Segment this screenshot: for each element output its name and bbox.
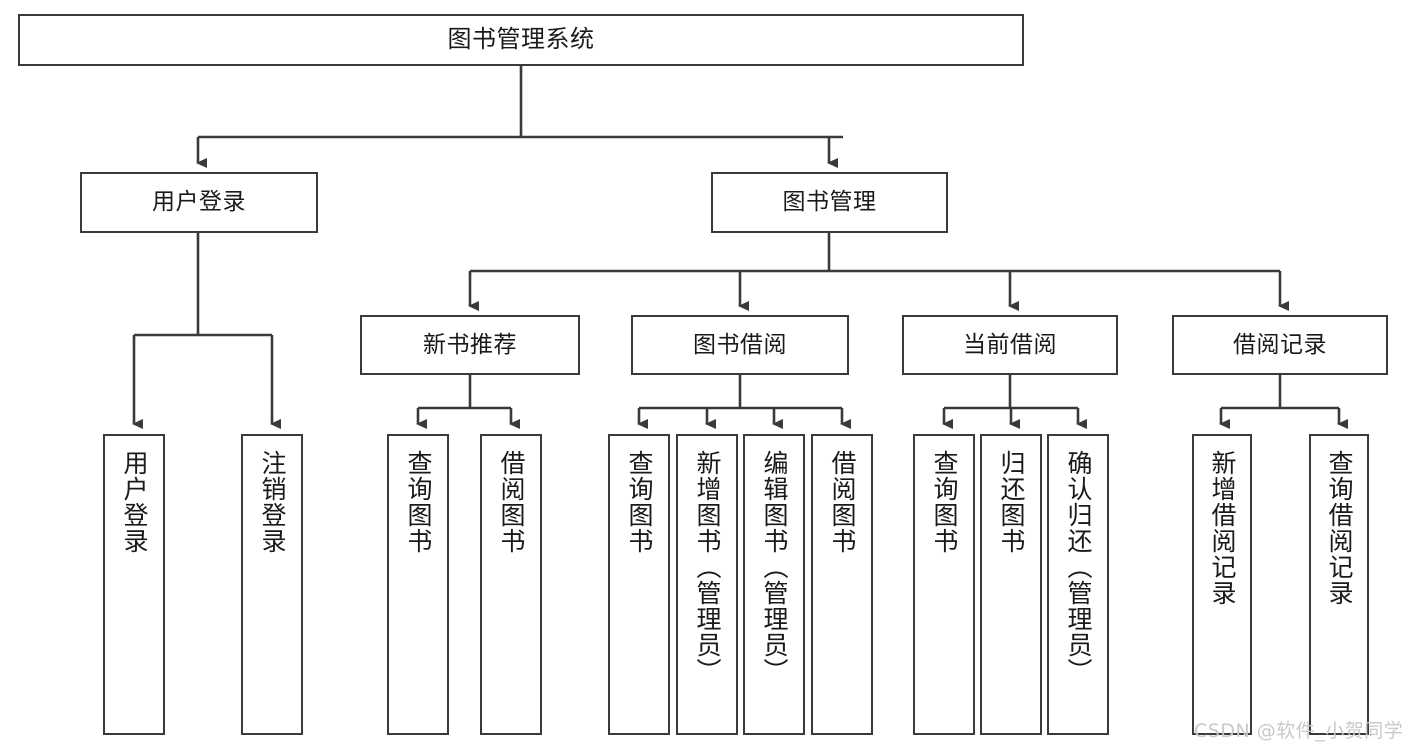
leaf-borrow-add-book[interactable]: 新增图书（管理员） <box>676 434 738 735</box>
leaf-current-return-book-label: 归还图书 <box>997 450 1026 554</box>
leaf-records-query-label: 查询借阅记录 <box>1325 450 1354 606</box>
leaf-current-return-book[interactable]: 归还图书 <box>980 434 1042 735</box>
node-user-login-label: 用户登录 <box>152 189 246 216</box>
leaf-user-login[interactable]: 用户登录 <box>103 434 165 735</box>
leaf-new-books-query-label: 查询图书 <box>404 450 433 554</box>
node-borrow-records[interactable]: 借阅记录 <box>1172 315 1388 375</box>
leaf-current-confirm-return[interactable]: 确认归还（管理员） <box>1047 434 1109 735</box>
leaf-records-add[interactable]: 新增借阅记录 <box>1192 434 1252 735</box>
leaf-new-books-borrow-label: 借阅图书 <box>497 450 526 554</box>
leaf-current-query-book-label: 查询图书 <box>930 450 959 554</box>
node-new-book-recommend-label: 新书推荐 <box>423 331 517 358</box>
leaf-new-books-borrow[interactable]: 借阅图书 <box>480 434 542 735</box>
leaf-borrow-query-book-label: 查询图书 <box>625 450 654 554</box>
leaf-borrow-edit-book-label: 编辑图书（管理员） <box>760 450 789 684</box>
leaf-records-query[interactable]: 查询借阅记录 <box>1309 434 1369 735</box>
node-root[interactable]: 图书管理系统 <box>18 14 1024 66</box>
node-book-borrow-label: 图书借阅 <box>693 331 787 358</box>
node-current-borrow-label: 当前借阅 <box>963 331 1057 358</box>
node-book-management-label: 图书管理 <box>782 189 877 216</box>
node-current-borrow[interactable]: 当前借阅 <box>902 315 1118 375</box>
leaf-borrow-add-book-label: 新增图书（管理员） <box>693 450 722 684</box>
leaf-user-logout-label: 注销登录 <box>258 450 287 554</box>
leaf-current-query-book[interactable]: 查询图书 <box>913 434 975 735</box>
node-new-book-recommend[interactable]: 新书推荐 <box>360 315 580 375</box>
node-root-label: 图书管理系统 <box>447 25 595 54</box>
leaf-user-logout[interactable]: 注销登录 <box>241 434 303 735</box>
leaf-borrow-borrow-book-label: 借阅图书 <box>828 450 857 554</box>
node-user-login[interactable]: 用户登录 <box>80 172 318 233</box>
node-book-borrow[interactable]: 图书借阅 <box>631 315 849 375</box>
leaf-new-books-query[interactable]: 查询图书 <box>387 434 449 735</box>
leaf-borrow-query-book[interactable]: 查询图书 <box>608 434 670 735</box>
node-book-management[interactable]: 图书管理 <box>711 172 948 233</box>
csdn-watermark: CSDN @软件_小贺同学 <box>1194 720 1404 742</box>
leaf-borrow-borrow-book[interactable]: 借阅图书 <box>811 434 873 735</box>
leaf-records-add-label: 新增借阅记录 <box>1208 450 1237 606</box>
leaf-current-confirm-return-label: 确认归还（管理员） <box>1064 450 1093 684</box>
leaf-borrow-edit-book[interactable]: 编辑图书（管理员） <box>743 434 805 735</box>
node-borrow-records-label: 借阅记录 <box>1233 331 1327 358</box>
leaf-user-login-label: 用户登录 <box>120 450 149 554</box>
